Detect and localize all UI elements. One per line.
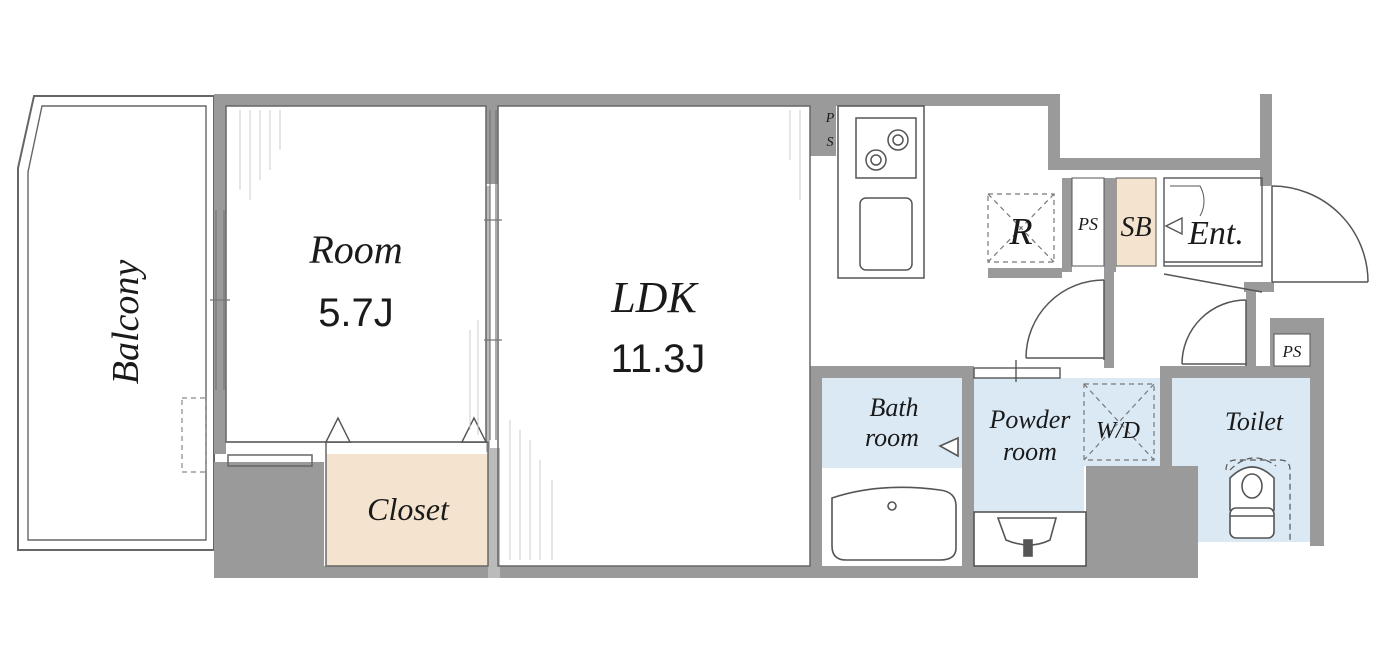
pipe-space-hall-label: PS [1077,214,1098,234]
bath-label-line1: Bath [869,393,918,422]
ldk-label: LDK [610,273,699,322]
powder-area [974,378,1084,512]
balcony-hatch [181,397,207,473]
sliding-door [484,110,502,440]
kitchen [837,105,925,279]
toilet-area [1172,378,1310,468]
walls [214,94,1324,578]
pipe-space-right-label: PS [1282,342,1302,361]
washer-space [1083,383,1155,461]
washer-area [1084,378,1162,466]
balcony-label: Balcony [105,260,147,385]
entrance-door [1271,185,1369,283]
powder-door-frame [973,360,1061,382]
hall-doors [1025,279,1247,366]
toilet-fixture [1225,457,1291,540]
pipe-space-right [1273,333,1311,367]
closet-area [326,454,490,566]
washer-label: W/D [1096,418,1140,444]
bath-label-line2: room [865,423,919,452]
refrigerator-label: R [1008,211,1032,253]
sink-icon [859,197,913,271]
room-label: Room [308,227,402,272]
entrance-label: Ent. [1187,215,1244,252]
shoe-box-area [1115,177,1157,267]
bath-area [822,378,962,468]
room-size: 5.7J [318,291,394,335]
powder-label-line1: Powder [989,405,1072,434]
stove-burner-icon [887,129,909,151]
powder-label-line2: room [1003,437,1057,466]
room-window [210,210,230,390]
stove-burner-icon [865,149,887,171]
shoe-box-label: SB [1120,212,1151,243]
toilet-label: Toilet [1225,407,1284,436]
closet-door-marks [324,416,488,443]
drain-icon [887,501,897,511]
vanity [973,511,1087,567]
bathtub [824,436,960,564]
ldk-size: 11.3J [611,337,706,381]
light-hatching [239,110,801,560]
pipe-space-hall [1071,177,1105,267]
pipe-space-top-line1: P [825,111,835,126]
balcony [17,95,215,551]
closet-label: Closet [367,491,450,527]
refrigerator-space [987,193,1055,263]
inner-lines [225,105,811,567]
entrance-lines [1163,177,1263,293]
pipe-space-top-line2: S [827,135,834,150]
